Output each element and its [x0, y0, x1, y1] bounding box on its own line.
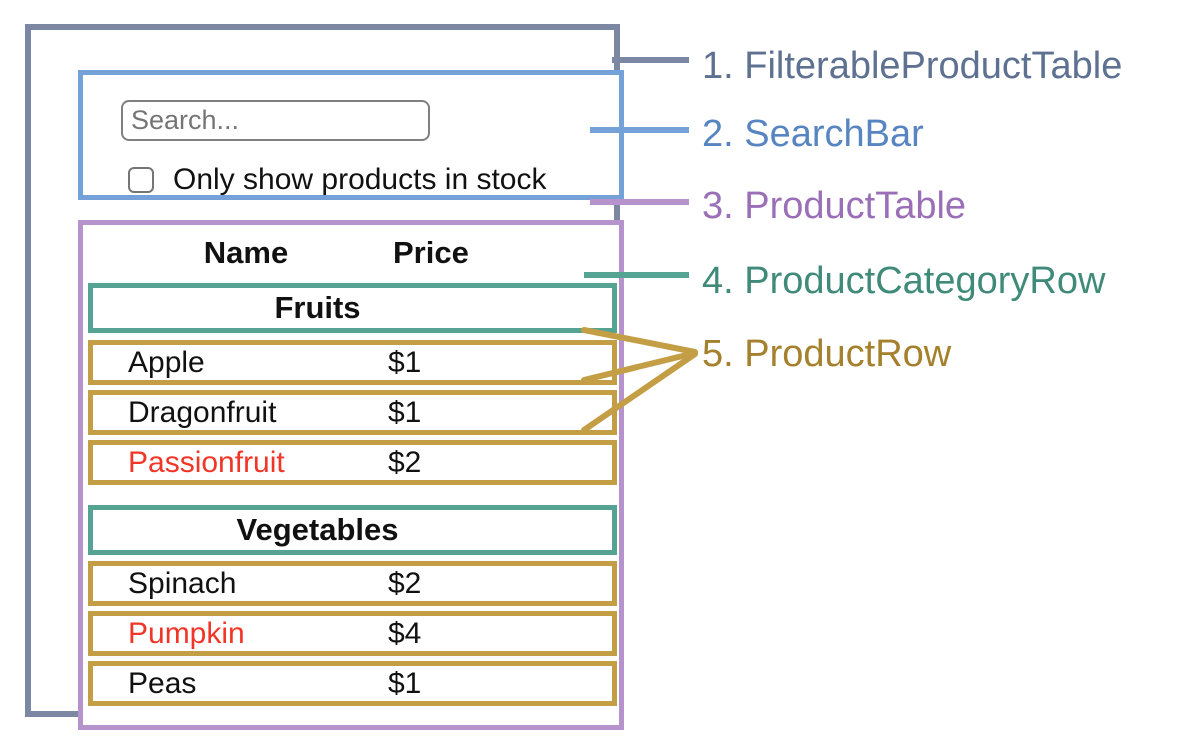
product-price: $4 — [388, 616, 422, 650]
product-price: $2 — [388, 566, 422, 600]
product-name: Pumpkin — [128, 616, 245, 650]
product-name: Peas — [128, 666, 197, 700]
product-name: Dragonfruit — [128, 395, 277, 429]
product-price: $2 — [388, 445, 422, 479]
filterable-product-table-box: Only show products in stock Name Price F… — [25, 24, 624, 730]
search-input[interactable] — [121, 100, 430, 141]
product-category-row-vegetables: Vegetables — [88, 505, 617, 555]
name-column-header: Name — [203, 235, 289, 270]
product-row-pumpkin: Pumpkin $4 — [88, 611, 617, 656]
product-row-spinach: Spinach $2 — [88, 561, 617, 606]
category-label: Vegetables — [236, 512, 399, 547]
product-row-apple: Apple $1 — [88, 340, 617, 385]
legend-label-product-table: 3. ProductTable — [702, 185, 967, 227]
product-category-row-fruits: Fruits — [88, 283, 617, 333]
product-price: $1 — [388, 395, 422, 429]
legend-label-filterable-product-table: 1. FilterableProductTable — [702, 45, 1123, 87]
price-column-header: Price — [393, 235, 469, 270]
legend-label-product-row: 5. ProductRow — [702, 333, 952, 375]
in-stock-filter-row: Only show products in stock — [121, 163, 619, 197]
category-label: Fruits — [274, 290, 361, 325]
search-bar-box: Only show products in stock — [78, 70, 624, 200]
legend-label-search-bar: 2. SearchBar — [702, 113, 924, 155]
product-name: Spinach — [128, 566, 237, 600]
product-table-box: Name Price Fruits Apple $1 Dragonfruit $… — [78, 220, 624, 730]
in-stock-checkbox-label: Only show products in stock — [173, 163, 547, 196]
product-row-dragonfruit: Dragonfruit $1 — [88, 390, 617, 435]
product-row-peas: Peas $1 — [88, 661, 617, 706]
product-price: $1 — [388, 666, 422, 700]
product-name: Apple — [128, 345, 205, 379]
table-rows: Fruits Apple $1 Dragonfruit $1 Passionfr… — [88, 283, 617, 706]
legend-label-product-category-row: 4. ProductCategoryRow — [702, 260, 1106, 302]
product-row-passionfruit: Passionfruit $2 — [88, 440, 617, 485]
table-header-row: Name Price — [83, 225, 619, 280]
product-price: $1 — [388, 345, 422, 379]
product-name: Passionfruit — [128, 445, 285, 479]
in-stock-checkbox[interactable] — [128, 167, 154, 193]
